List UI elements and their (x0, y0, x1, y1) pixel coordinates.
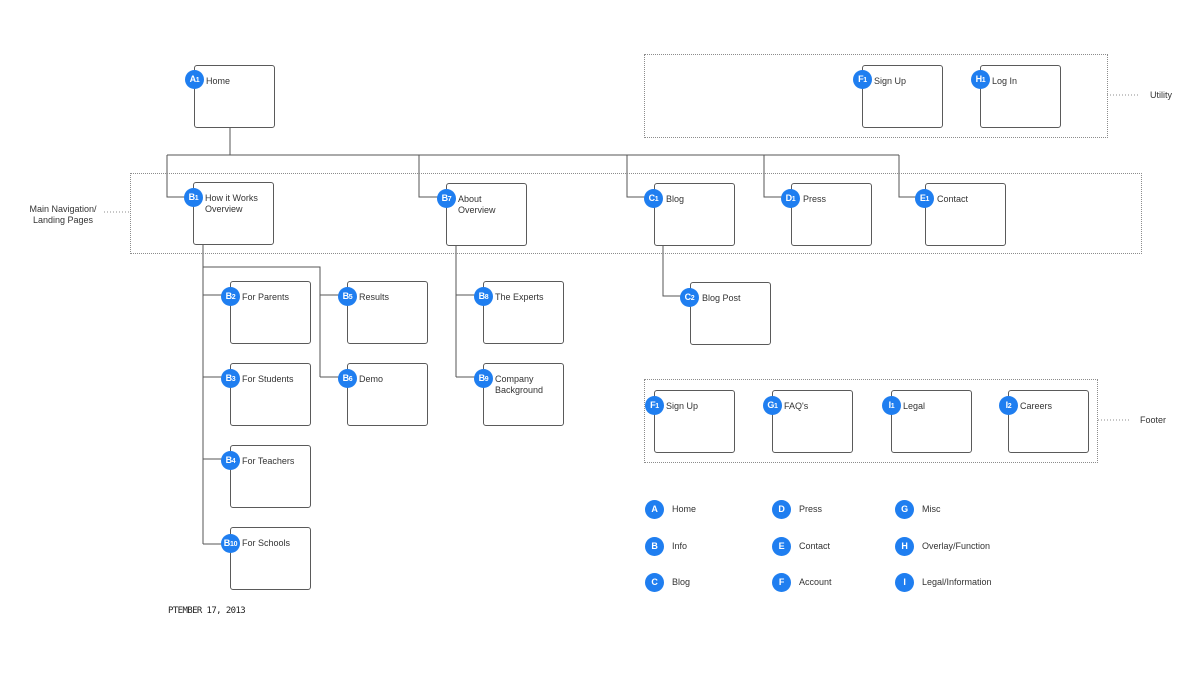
badge-i1: I1 (882, 396, 901, 415)
node-label: Sign Up (874, 76, 907, 86)
legend-badge: C (645, 573, 664, 592)
node-demo[interactable]: Demo (347, 363, 428, 426)
node-the-experts[interactable]: The Experts (483, 281, 564, 344)
node-home[interactable]: Home (194, 65, 275, 128)
connector-results-demo-branch (203, 266, 321, 377)
badge-a1: A1 (185, 70, 204, 89)
node-label: Press (803, 194, 827, 204)
legend-badge: D (772, 500, 791, 519)
badge-b3: B3 (221, 369, 240, 388)
node-for-parents[interactable]: For Parents (230, 281, 311, 344)
legend-badge: E (772, 537, 791, 556)
legend-label: Overlay/Function (922, 541, 991, 551)
node-legal[interactable]: Legal (891, 390, 972, 453)
badge-d1: D1 (781, 189, 800, 208)
legend-badge: H (895, 537, 914, 556)
node-label: The Experts (495, 292, 544, 302)
badge-i2: I2 (999, 396, 1018, 415)
node-label: Blog (666, 194, 685, 204)
legend-badge: G (895, 500, 914, 519)
node-blog-post[interactable]: Blog Post (690, 282, 771, 345)
badge-b1: B1 (184, 188, 203, 207)
badge-f1-footer: F1 (645, 396, 664, 415)
node-label: Log In (992, 76, 1018, 86)
legend-label: Info (672, 541, 688, 551)
node-label: For Parents (242, 292, 290, 302)
legend-label: Account (799, 577, 832, 587)
legend-badge: A (645, 500, 664, 519)
node-label: How it Works Overview (205, 193, 258, 214)
node-for-students[interactable]: For Students (230, 363, 311, 426)
badge-b2: B2 (221, 287, 240, 306)
utility-label: Utility (1150, 90, 1172, 100)
badge-f1-utility: F1 (853, 70, 872, 89)
node-company-background[interactable]: Company Background (483, 363, 564, 426)
legend-label: Press (799, 504, 823, 514)
badge-b5: B5 (338, 287, 357, 306)
node-about[interactable]: About Overview (446, 183, 527, 246)
node-label: Careers (1020, 401, 1053, 411)
node-label: FAQ's (784, 401, 809, 411)
node-label: About Overview (458, 194, 496, 215)
badge-b9: B9 (474, 369, 493, 388)
badge-b7: B7 (437, 189, 456, 208)
badge-b6: B6 (338, 369, 357, 388)
node-sign-up-utility[interactable]: Sign Up (862, 65, 943, 128)
node-label: Results (359, 292, 390, 302)
legend-label: Legal/Information (922, 577, 992, 587)
node-label: Sign Up (666, 401, 699, 411)
node-label: For Teachers (242, 456, 295, 466)
node-log-in[interactable]: Log In (980, 65, 1061, 128)
node-for-teachers[interactable]: For Teachers (230, 445, 311, 508)
main-nav-label: Main Navigation/ Landing Pages (29, 204, 97, 225)
node-results[interactable]: Results (347, 281, 428, 344)
node-for-schools[interactable]: For Schools (230, 527, 311, 590)
node-contact[interactable]: Contact (925, 183, 1006, 246)
node-blog[interactable]: Blog (654, 183, 735, 246)
badge-h1: H1 (971, 70, 990, 89)
date-stamp: PTEMBER 17, 2013 (168, 606, 246, 616)
connector-to-about (418, 155, 445, 197)
legend-badge: F (772, 573, 791, 592)
legend-label: Contact (799, 541, 831, 551)
node-sign-up-footer[interactable]: Sign Up (654, 390, 735, 453)
badge-b8: B8 (474, 287, 493, 306)
legend-label: Misc (922, 504, 941, 514)
legend-label: Blog (672, 577, 691, 587)
node-label: Demo (359, 374, 384, 384)
node-careers[interactable]: Careers (1008, 390, 1089, 453)
footer-label: Footer (1140, 415, 1167, 425)
node-label: Legal (903, 401, 926, 411)
badge-g1: G1 (763, 396, 782, 415)
node-label: Company Background (495, 374, 544, 395)
legend-label: Home (672, 504, 697, 514)
badge-c1: C1 (644, 189, 663, 208)
node-faqs[interactable]: FAQ's (772, 390, 853, 453)
utility-group (644, 54, 1108, 138)
node-label: For Students (242, 374, 294, 384)
node-press[interactable]: Press (791, 183, 872, 246)
legend-badge: I (895, 573, 914, 592)
main-nav-group (130, 173, 1142, 254)
footer-group (644, 379, 1098, 463)
badge-e1: E1 (915, 189, 934, 208)
node-label: Home (206, 76, 231, 86)
node-label: Contact (937, 194, 969, 204)
legend-badge: B (645, 537, 664, 556)
badge-b10: B10 (221, 534, 240, 553)
node-label: Blog Post (702, 293, 741, 303)
badge-b4: B4 (221, 451, 240, 470)
badge-c2: C2 (680, 288, 699, 307)
node-label: For Schools (242, 538, 291, 548)
node-how-it-works[interactable]: How it Works Overview (193, 182, 274, 245)
